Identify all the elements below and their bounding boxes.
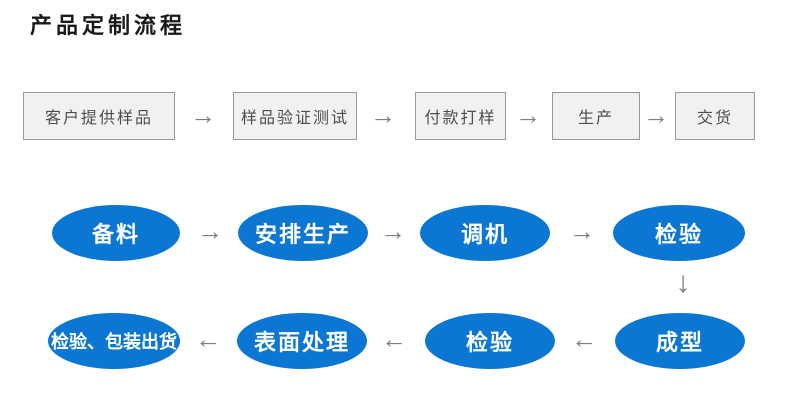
- arrow-right-icon: →: [643, 100, 669, 130]
- ellipse-inspection-first: 检验: [613, 205, 745, 261]
- box-sample-verification-test: 样品验证测试: [233, 92, 357, 140]
- ellipse-machine-setup: 调机: [420, 205, 550, 261]
- page-title: 产品定制流程: [30, 13, 187, 38]
- ellipse-prepare-material: 备料: [52, 205, 180, 261]
- ellipse-inspection-second: 检验: [425, 313, 555, 369]
- arrow-right-icon: →: [190, 100, 216, 130]
- arrow-right-icon: →: [197, 216, 223, 246]
- ellipse-inspect-pack-ship: 检验、包装出货: [48, 313, 180, 369]
- box-production: 生产: [552, 92, 640, 140]
- ellipse-surface-treatment: 表面处理: [237, 313, 367, 369]
- arrow-right-icon: →: [569, 216, 595, 246]
- box-delivery: 交货: [675, 92, 755, 140]
- box-customer-provides-sample: 客户提供样品: [23, 92, 175, 140]
- box-payment-proofing: 付款打样: [415, 92, 506, 140]
- arrow-left-icon: ←: [381, 324, 407, 354]
- arrow-right-icon: →: [380, 216, 406, 246]
- arrow-right-icon: →: [515, 100, 541, 130]
- arrow-left-icon: ←: [571, 324, 597, 354]
- arrow-down-icon: ↓: [675, 266, 691, 299]
- ellipse-molding: 成型: [615, 313, 745, 369]
- arrow-left-icon: ←: [195, 324, 221, 354]
- ellipse-arrange-production: 安排生产: [238, 205, 368, 261]
- arrow-right-icon: →: [370, 100, 396, 130]
